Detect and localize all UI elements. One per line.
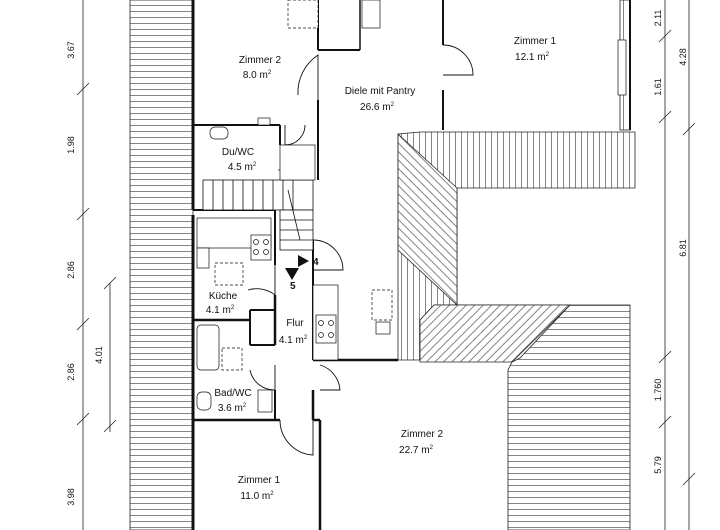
room-area-zimmer1-bottom: 11.0 m2	[240, 491, 274, 502]
door-zimmer2-top	[297, 54, 319, 100]
dim-right-outer-1: 4.28	[678, 48, 688, 66]
stair-marker-up: 4	[313, 257, 319, 268]
bathtub-bad	[196, 324, 220, 371]
door-zimmer2-bottom	[319, 364, 341, 391]
dim-left-4: 2.86	[66, 363, 76, 381]
toilet-bad	[196, 391, 212, 411]
dim-left-5: 3.98	[66, 488, 76, 506]
up-arrow-icon	[298, 255, 309, 267]
roof-bottom-valley	[419, 304, 571, 363]
room-area-zimmer2-top: 8.0 m2	[243, 70, 272, 81]
roof-bottom-right	[457, 304, 631, 530]
room-name-duwc: Du/WC	[222, 147, 254, 158]
room-area-zimmer1-top: 12.1 m2	[515, 52, 550, 63]
room-area-diele: 26.6 m2	[360, 102, 395, 113]
dim-left-inner: 4.01	[94, 346, 104, 364]
stove-kueche	[250, 234, 272, 261]
dim-left-3: 2.86	[66, 261, 76, 279]
room-name-badwc: Bad/WC	[214, 388, 251, 399]
table-kueche	[214, 262, 244, 286]
fridge-kueche	[196, 247, 210, 269]
room-area-flur: 4.1 m2	[279, 335, 308, 346]
room-name-kueche: Küche	[209, 291, 238, 302]
dimension-labels: 3.67 1.98 2.86 2.86 3.98 4.01 2.11 1.61 …	[66, 10, 688, 506]
stove-pantry	[315, 314, 337, 344]
dimension-lines	[76, 0, 696, 530]
washing-bad	[257, 389, 273, 413]
room-name-flur: Flur	[286, 318, 304, 329]
door-zimmer1-top	[442, 44, 474, 76]
table-zimmer2	[287, 0, 319, 29]
dim-left-2: 1.98	[66, 136, 76, 154]
dim-right-3: 1.760	[653, 379, 663, 402]
stair-markers: 4 5	[285, 255, 319, 292]
door-flur-right	[312, 239, 344, 271]
room-area-zimmer2-bottom: 22.7 m2	[399, 445, 434, 456]
room-name-zimmer2-bottom: Zimmer 2	[401, 429, 444, 440]
door-bad	[249, 365, 276, 391]
sink-bad	[221, 347, 243, 371]
window-zimmer1	[617, 39, 627, 96]
stair-marker-down: 5	[290, 281, 296, 292]
shower-duwc	[279, 144, 316, 181]
roof-hatching	[129, 0, 636, 530]
room-area-duwc: 4.5 m2	[228, 162, 257, 173]
door-kueche	[247, 265, 276, 296]
room-name-zimmer1-bottom: Zimmer 1	[238, 475, 281, 486]
table-pantry	[371, 289, 393, 321]
doors	[247, 44, 474, 456]
toilet-duwc	[209, 126, 229, 140]
room-name-zimmer1-top: Zimmer 1	[514, 36, 557, 47]
room-name-zimmer2-top: Zimmer 2	[239, 55, 282, 66]
dim-left-1: 3.67	[66, 41, 76, 59]
down-arrow-icon	[285, 268, 299, 280]
fixtures	[196, 0, 627, 413]
wardrobe-zimmer1	[361, 0, 381, 29]
door-zimmer1-bottom	[279, 419, 314, 456]
dim-right-4: 5.79	[653, 456, 663, 474]
staircase	[202, 169, 314, 251]
dim-right-1: 2.11	[653, 10, 663, 27]
room-area-kueche: 4.1 m2	[206, 305, 235, 316]
sink-pantry	[375, 321, 391, 335]
room-name-diele: Diele mit Pantry	[345, 86, 416, 97]
room-labels: Zimmer 2 8.0 m2 Zimmer 1 12.1 m2 Diele m…	[206, 36, 557, 502]
room-area-badwc: 3.6 m2	[218, 403, 247, 414]
dim-right-outer-2: 6.81	[678, 239, 688, 257]
sink-duwc	[257, 117, 271, 126]
door-duwc	[284, 124, 306, 146]
dim-right-2: 1.61	[653, 78, 663, 96]
roof-left-strip	[129, 0, 194, 530]
